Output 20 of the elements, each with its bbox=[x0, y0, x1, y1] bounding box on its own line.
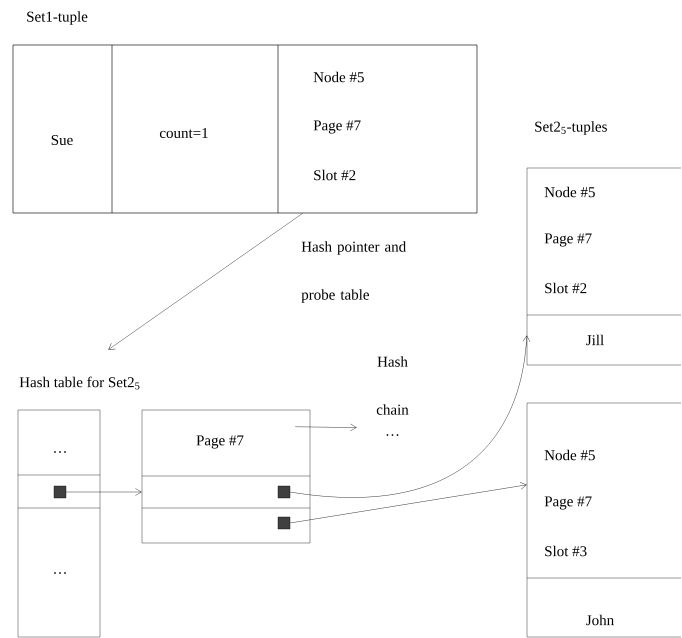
arrow bbox=[66, 488, 142, 496]
table-heading: Set1-tuple bbox=[27, 11, 88, 25]
table-heading: Set2$_{5}$-tuples bbox=[535, 121, 607, 135]
pointer-square bbox=[278, 486, 290, 498]
bucket-box: Page #7 bbox=[142, 410, 310, 544]
tuple-box: Node #5 Page #7 Slot #3 John bbox=[526, 402, 682, 638]
pointer-cell: Node #5 Page #7 Slot #2 bbox=[278, 44, 478, 214]
hash-table-column: … … bbox=[18, 410, 100, 638]
arrow bbox=[295, 424, 357, 432]
count-cell: count=1 bbox=[112, 44, 278, 214]
chain-note: Hash chain … bbox=[376, 356, 409, 436]
pointer-square bbox=[54, 486, 66, 498]
arrow bbox=[108, 213, 303, 350]
name-cell: Sue bbox=[12, 44, 112, 214]
table-heading: Hash table for Set2$_{5}$ bbox=[20, 376, 140, 390]
arrow bbox=[290, 335, 530, 498]
arrow bbox=[290, 482, 527, 524]
tuple-box: Node #5 Page #7 Slot #2 Jill bbox=[526, 168, 682, 366]
pointer-square bbox=[278, 516, 290, 530]
edge-label: Hash pointer and probe table bbox=[301, 241, 406, 303]
